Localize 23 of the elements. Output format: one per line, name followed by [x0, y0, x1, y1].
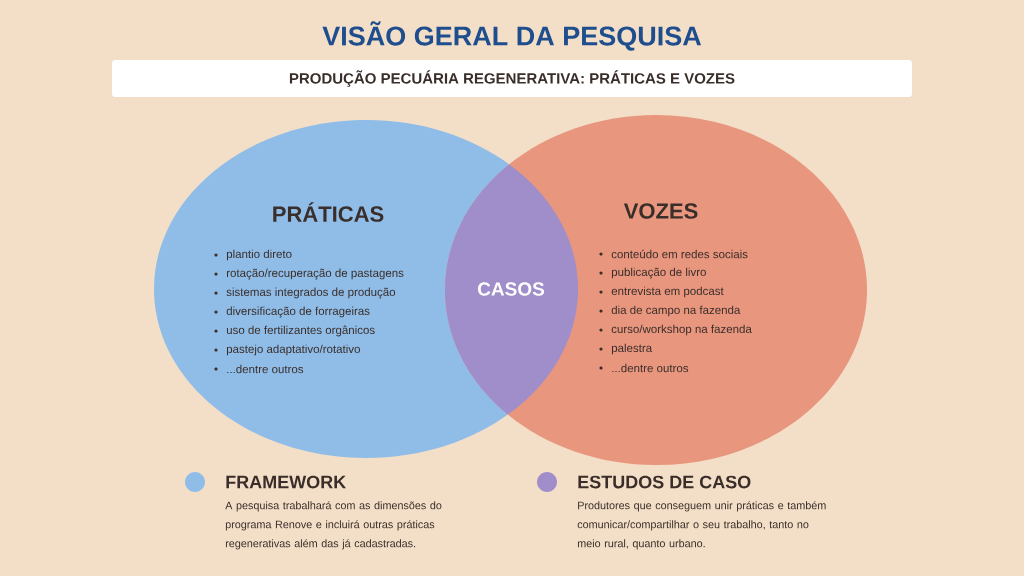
- bullet-item: pastejo adaptativo/rotativo: [226, 344, 360, 356]
- legend-heading: ESTUDOS DE CASO: [578, 475, 751, 489]
- legend-heading: FRAMEWORK: [226, 475, 346, 489]
- bullet-item: palestra: [611, 343, 653, 355]
- bullet-item: uso de fertilizantes orgânicos: [226, 325, 375, 337]
- bullet-item: entrevista em podcast: [611, 286, 724, 298]
- bullet-item: plantio direto: [226, 249, 292, 261]
- subtitle-banner: PRODUÇÃO PECUÁRIA REGENERATIVA: PRÁTICAS E VOZES: [112, 60, 912, 97]
- bullet-item: diversificação de forrageiras: [226, 306, 370, 318]
- title: VISÃO GERAL DA PESQUISA: [322, 21, 702, 51]
- bullet-item: dia de campo na fazenda: [611, 305, 741, 317]
- description-text: A pesquisa trabalhará com as dimensões do programa Renove e incluirá outras práticas regenerativas além das já cadastradas.: [225, 501, 442, 550]
- bullet-item: sistemas integrados de produção: [226, 287, 396, 299]
- circle-heading: PRÁTICAS: [273, 202, 384, 222]
- bullet-item: rotação/recuperação de pastagens: [226, 268, 404, 280]
- bullet-item: conteúdo em redes sociais: [611, 249, 748, 259]
- bullet-item: publicação de livro: [611, 267, 706, 279]
- bullet-item: curso/workshop na fazenda: [611, 324, 752, 336]
- bullet-item: ...dentre outros: [227, 364, 304, 374]
- circle-heading: VOZES: [623, 203, 698, 219]
- description-text: Produtores que conseguem unir práticas e também comunicar/compartilhar o seu trabalho, tanto no meio rural, quanto urbano.: [577, 501, 826, 550]
- bullet-item: ...dentre outros: [612, 363, 689, 373]
- overlap-heading: CASOS: [478, 282, 545, 296]
